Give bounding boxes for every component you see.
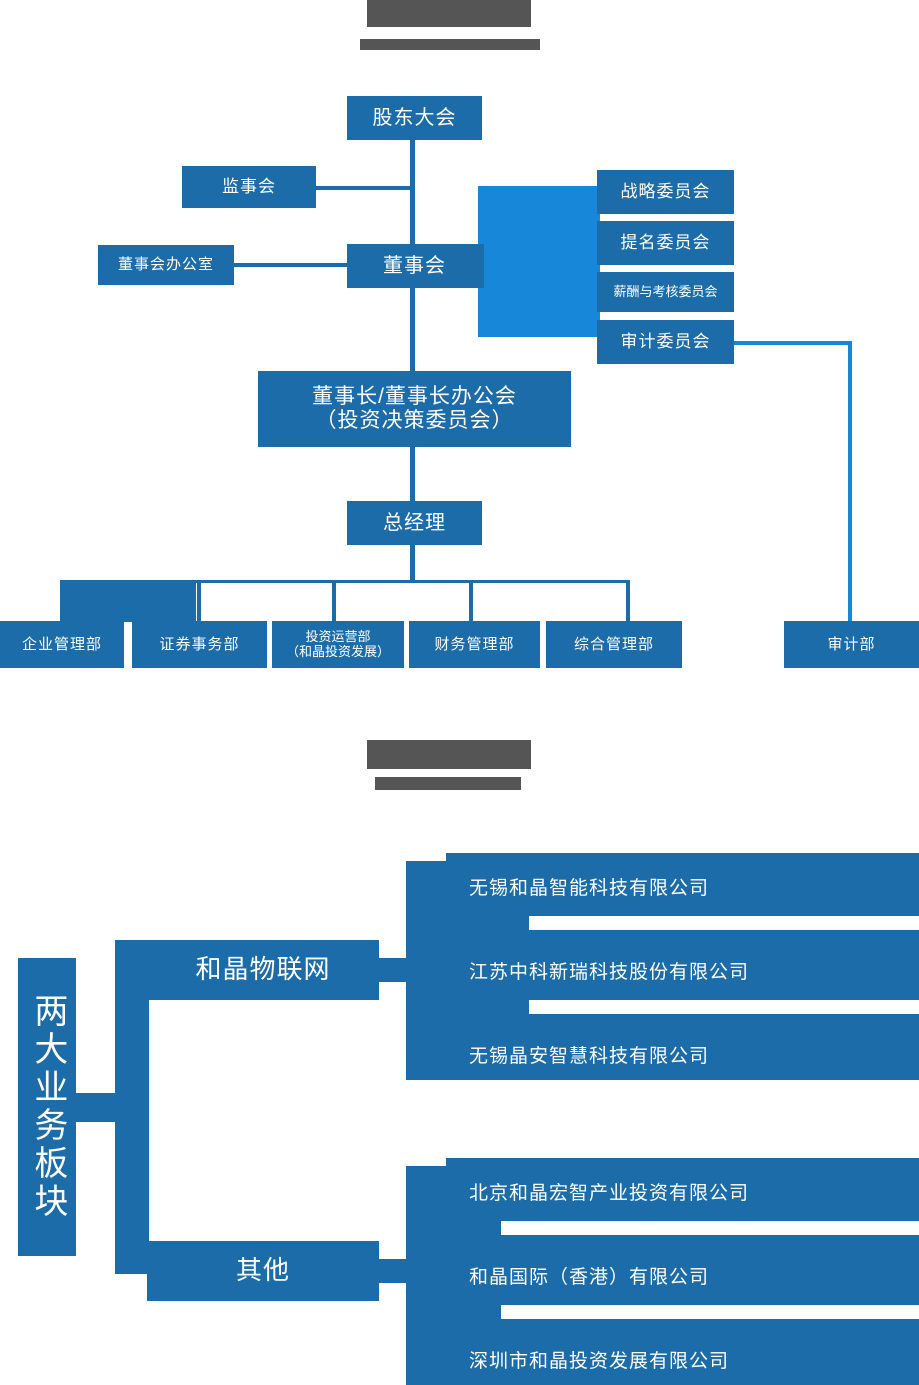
node-committee-compensation[interactable]: 薪酬与考核委员会 [597,272,734,312]
section-title-business-block [367,740,531,769]
node-shareholders-meeting[interactable]: 股东大会 [347,96,482,140]
node-supervisory-board[interactable]: 监事会 [182,166,316,208]
section-title-governance-block [367,0,531,27]
company-label-other-2: 和晶国际（香港）有限公司 [469,1267,710,1288]
department-leg-3 [332,580,336,622]
section-title-governance-underline [360,39,540,50]
connector-audit-vertical [848,341,852,621]
node-department-securities-affairs[interactable]: 证券事务部 [132,621,267,668]
department-bus [60,580,630,583]
company-label-iot-3: 无锡晶安智慧科技有限公司 [469,1046,710,1067]
connector-other-bracket-vertical [406,1166,448,1385]
node-branch-iot[interactable]: 和晶物联网 [147,940,379,1000]
node-department-investment-operations-line2: （和晶投资发展） [285,643,390,659]
connector-shareholders-down [410,139,415,265]
company-group-iot: 无锡和晶智能科技有限公司 江苏中科新瑞科技股份有限公司 无锡晶安智慧科技有限公司 [446,853,919,1080]
node-committee-nomination[interactable]: 提名委员会 [597,221,734,265]
company-separator-other-2 [501,1305,919,1319]
connector-gm-down [410,545,415,583]
company-label-other-1: 北京和晶宏智产业投资有限公司 [469,1183,750,1204]
committee-group-panel [478,186,600,337]
company-label-iot-2: 江苏中科新瑞科技股份有限公司 [469,962,750,983]
company-label-other-3: 深圳市和晶投资发展有限公司 [469,1351,730,1372]
connector-root-bracket-vertical [115,940,149,1274]
node-chairman-office-line1: 董事长/董事长办公会 [312,384,517,408]
connector-board-office-horizontal [234,263,347,267]
node-committee-strategy[interactable]: 战略委员会 [597,170,734,214]
connector-audit-horizontal [734,341,852,345]
department-leg-4 [469,580,473,622]
connector-iot-bracket-vertical [406,861,448,1080]
company-separator-other-1 [501,1221,919,1235]
department-leg-2 [197,580,201,622]
company-separator-iot-1 [529,916,919,930]
node-department-general-management[interactable]: 综合管理部 [546,621,682,668]
node-chairman-office[interactable]: 董事长/董事长办公会 （投资决策委员会） [258,371,571,447]
node-department-finance-management[interactable]: 财务管理部 [409,621,540,668]
node-general-manager[interactable]: 总经理 [347,501,482,545]
node-department-enterprise-management[interactable]: 企业管理部 [0,621,124,668]
company-separator-iot-2 [529,1000,919,1014]
node-audit-department[interactable]: 审计部 [784,621,919,668]
node-committee-audit[interactable]: 审计委员会 [597,320,734,364]
connector-board-to-chairman [410,288,415,372]
connector-other-bracket-stub [379,1259,409,1283]
node-business-root[interactable]: 两大业务板块 [18,958,76,1256]
node-board-office[interactable]: 董事会办公室 [98,245,234,285]
node-department-investment-operations[interactable]: 投资运营部 （和晶投资发展） [272,621,404,668]
department-leg-5 [626,580,630,622]
node-board-of-directors[interactable]: 董事会 [347,244,482,288]
company-group-other: 北京和晶宏智产业投资有限公司 和晶国际（香港）有限公司 深圳市和晶投资发展有限公… [446,1158,919,1385]
node-branch-other[interactable]: 其他 [147,1241,379,1301]
connector-chairman-to-gm [410,447,415,502]
node-chairman-office-line2: （投资决策委员会） [315,409,514,432]
node-department-investment-operations-line1: 投资运营部 [305,628,371,644]
connector-supervisory-horizontal [315,186,412,190]
department-leg-1 [60,580,196,622]
connector-root-bracket-stub [76,1093,118,1122]
section-title-business-underline [375,777,521,790]
company-label-iot-1: 无锡和晶智能科技有限公司 [469,878,710,899]
connector-iot-bracket-stub [379,958,409,982]
